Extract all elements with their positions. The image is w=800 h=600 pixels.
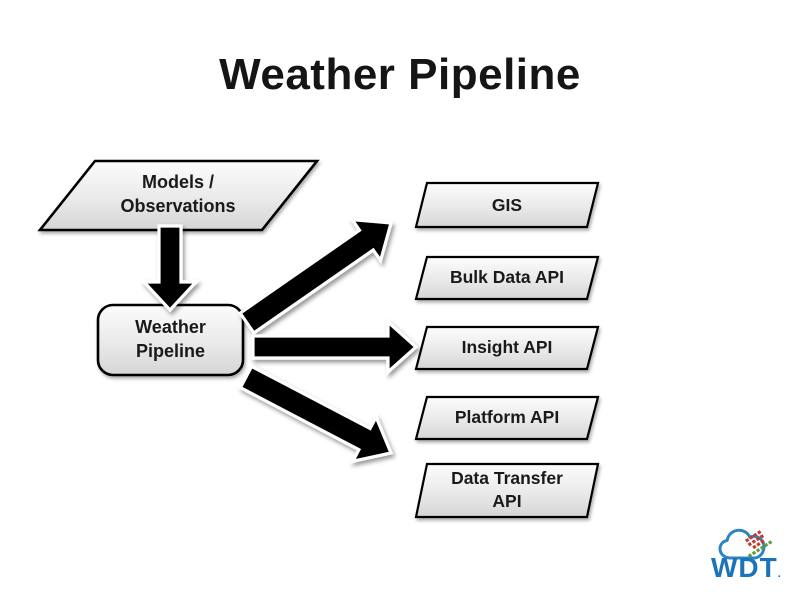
arrow-right-icon <box>251 318 419 376</box>
wdt-logo-text: WDT. <box>711 554 782 582</box>
wdt-wordmark: WDT <box>711 552 778 583</box>
pixel-pattern-icon <box>744 530 773 558</box>
arrow-down-right-icon <box>238 364 394 464</box>
wdt-cloud-icon <box>718 528 773 560</box>
output-box-data-transfer-api-shape <box>414 462 600 519</box>
arrow-up-right-icon <box>237 217 394 336</box>
slide-title: Weather Pipeline <box>219 50 581 99</box>
output-box-bulk-data-api-shape <box>414 255 600 301</box>
models-observations-shape <box>37 159 320 232</box>
output-box-platform-api-shape <box>414 395 600 441</box>
arrow-down-icon <box>140 224 200 313</box>
output-box-gis-shape <box>414 181 600 229</box>
wdt-trademark-dot: . <box>777 568 782 580</box>
cloud-outline-icon <box>718 528 766 560</box>
output-box-insight-api-shape <box>414 325 600 371</box>
weather-pipeline-shape <box>96 303 245 377</box>
wdt-logo: WDT. <box>703 524 797 594</box>
